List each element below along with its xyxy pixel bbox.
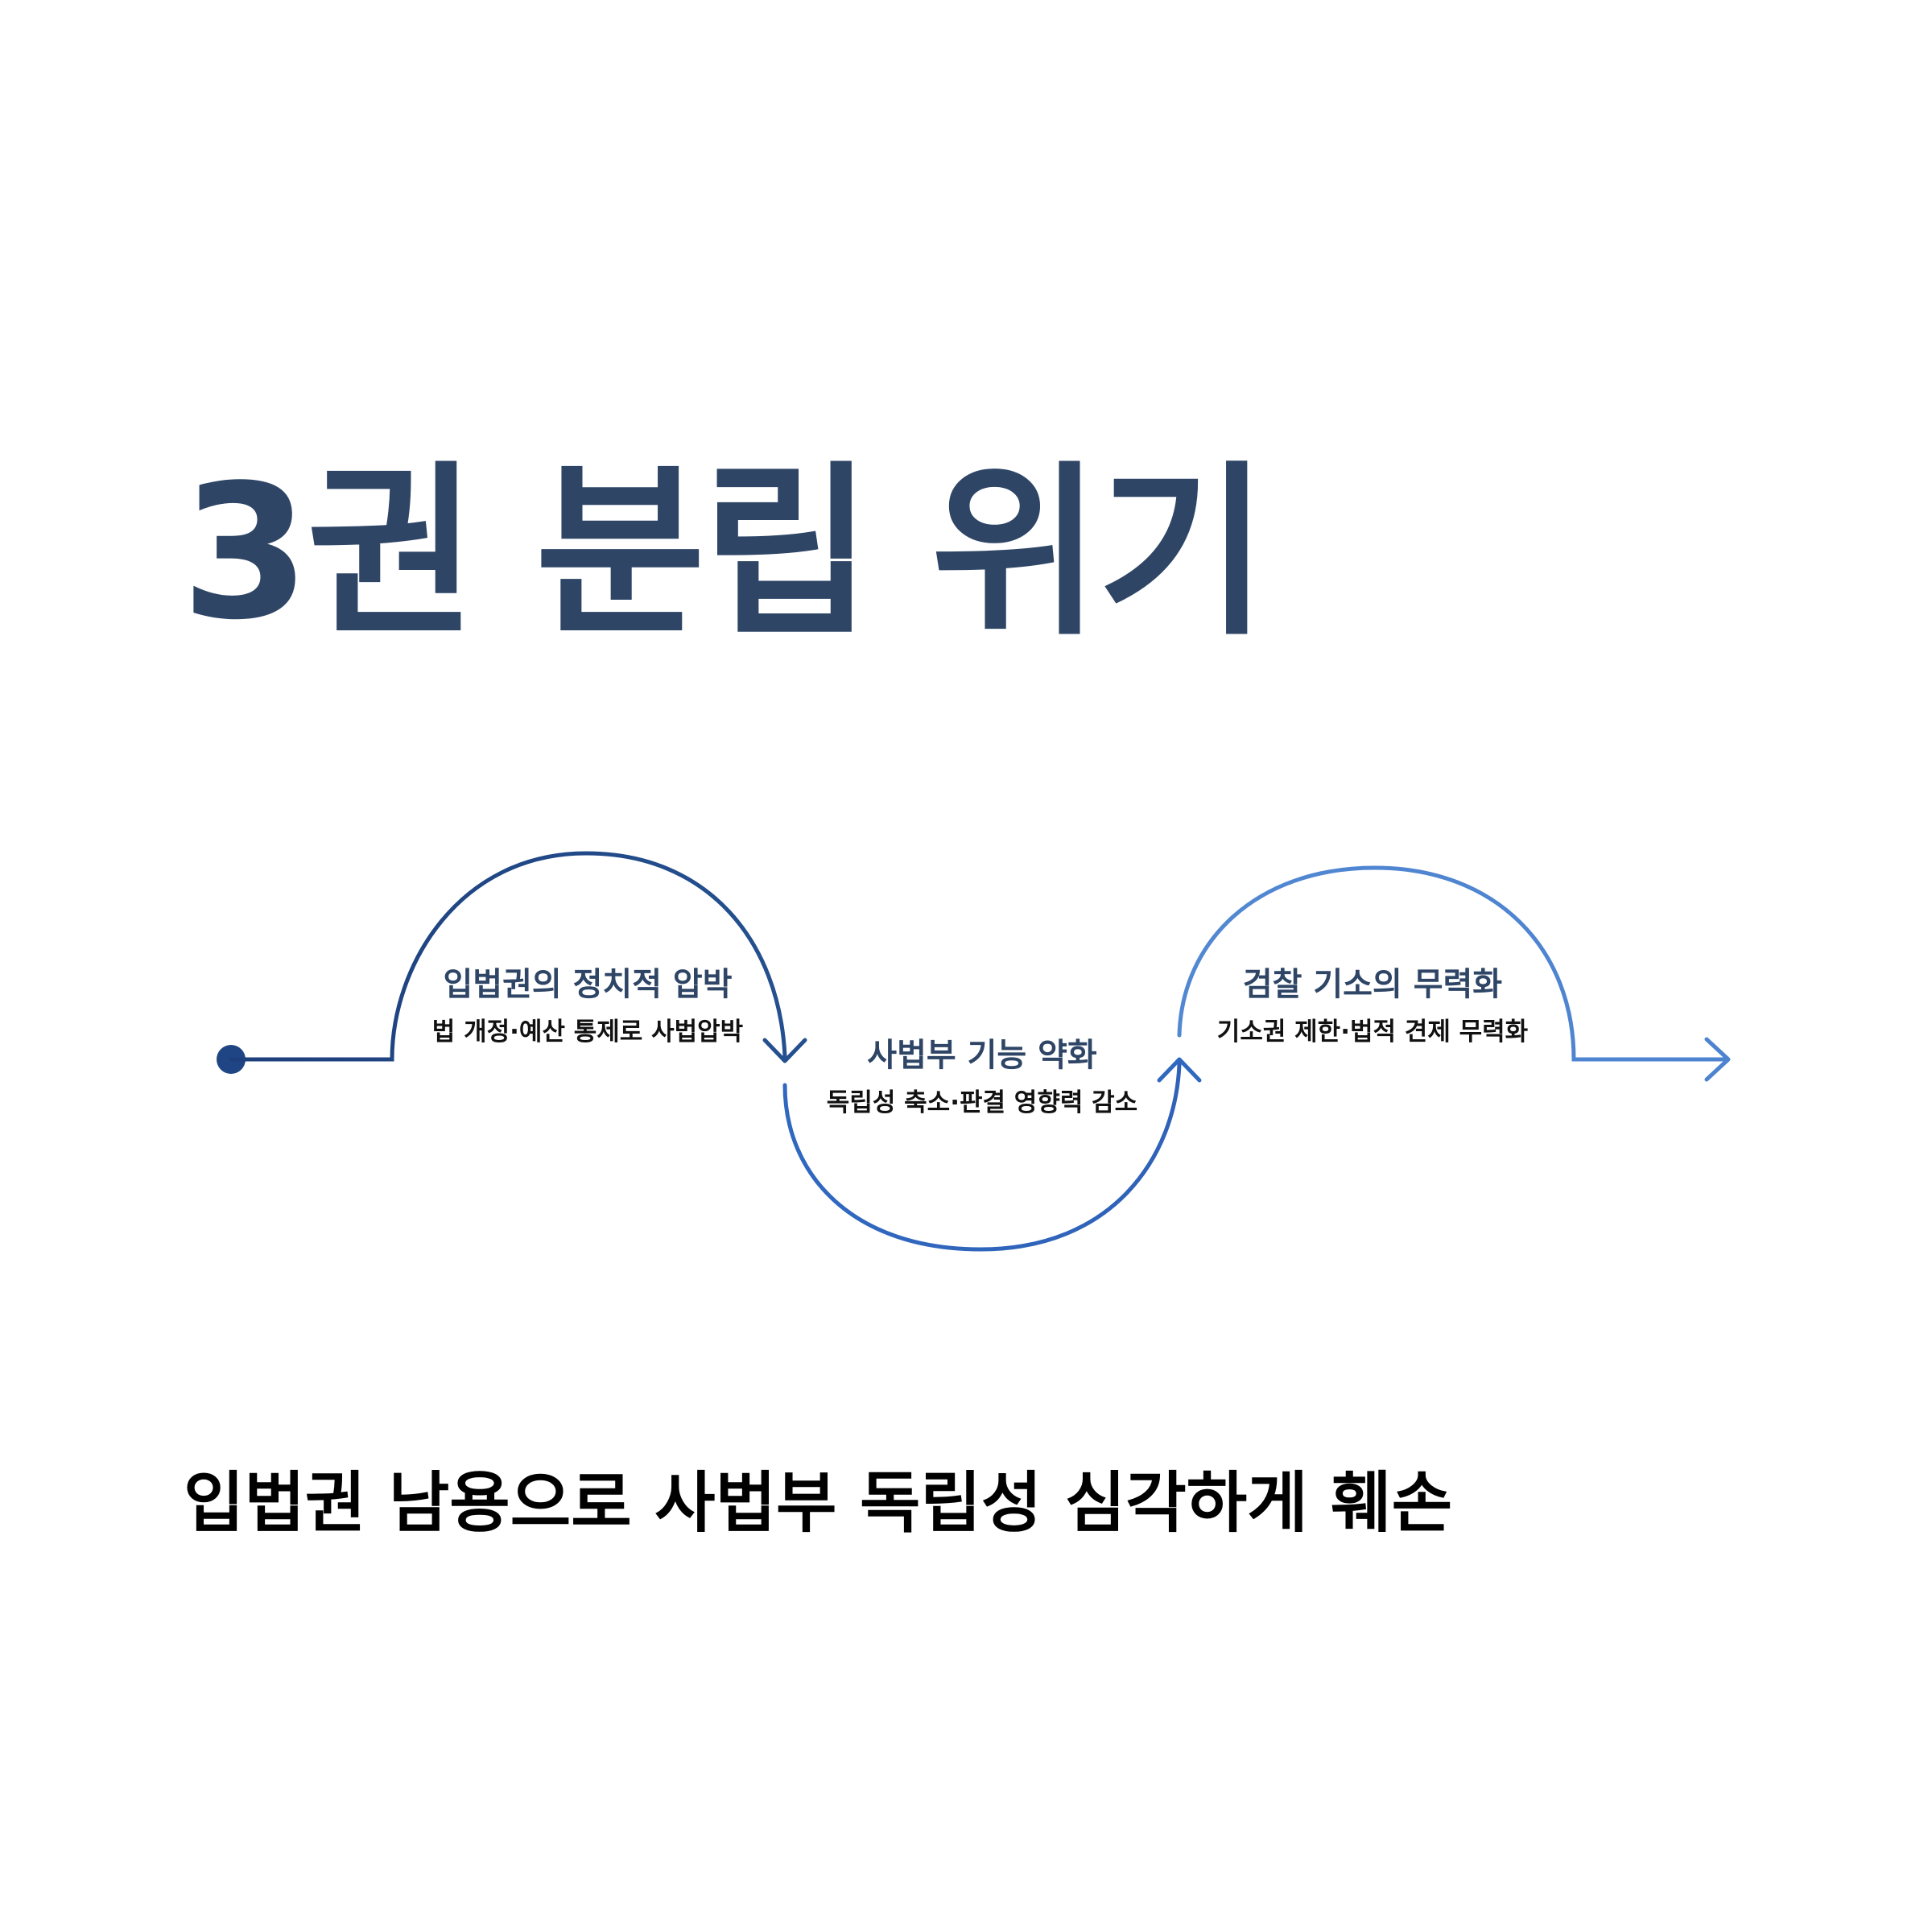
stage-2-description: 독립성 축소·판결 영향력 감소 — [826, 1088, 1138, 1117]
flow-arc-2 — [782, 1062, 1182, 1252]
flow-arc-3 — [1177, 865, 1729, 1062]
stage-1-description: 법 개정·예산 통제로 사법압박 — [431, 1018, 744, 1046]
flow-arrowhead-up — [1157, 1057, 1202, 1083]
stage-3-title: 검찰 기소의 무력화 — [1242, 966, 1503, 1003]
conclusion-text: 입법권 남용으로 사법부 독립성 심각하게 훼손 — [184, 1465, 1453, 1542]
flow-arrowhead-end — [1704, 1037, 1731, 1082]
page-title: 3권 분립 위기 — [181, 446, 1268, 661]
stage-2-title: 사법부 기능 약화 — [867, 1037, 1097, 1074]
flow-arc-1 — [229, 851, 787, 1062]
stage-1-title: 입법권의 정치적 압박 — [443, 966, 733, 1003]
stage-2: 사법부 기능 약화 독립성 축소·판결 영향력 감소 — [817, 1029, 1147, 1119]
stage-3-description: 기소권 제한·법적 견제 무력화 — [1216, 1018, 1529, 1046]
stage-1: 입법권의 정치적 압박 법 개정·예산 통제로 사법압박 — [427, 958, 749, 1048]
stage-3: 검찰 기소의 무력화 기소권 제한·법적 견제 무력화 — [1212, 958, 1534, 1048]
flow-arrowhead-down — [762, 1038, 807, 1063]
